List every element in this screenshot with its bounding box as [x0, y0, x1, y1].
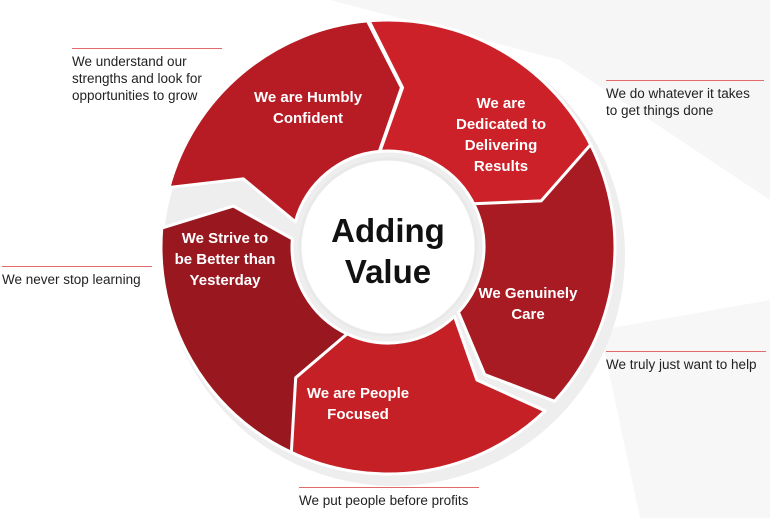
- note-strive: We never stop learning: [2, 266, 152, 288]
- note-people-focused: We put people before profits: [299, 487, 479, 509]
- segment-strive: [159, 204, 349, 454]
- note-genuinely-care: We truly just want to help: [606, 351, 766, 373]
- segment-humbly-confident: [167, 19, 403, 224]
- segment-people-focused: [287, 314, 547, 476]
- note-humbly-confident: We understand our strengths and look for…: [72, 48, 222, 104]
- segment-genuinely-care: [456, 143, 617, 403]
- center-circle: [298, 157, 478, 337]
- note-dedicated: We do whatever it takes to get things do…: [606, 80, 764, 119]
